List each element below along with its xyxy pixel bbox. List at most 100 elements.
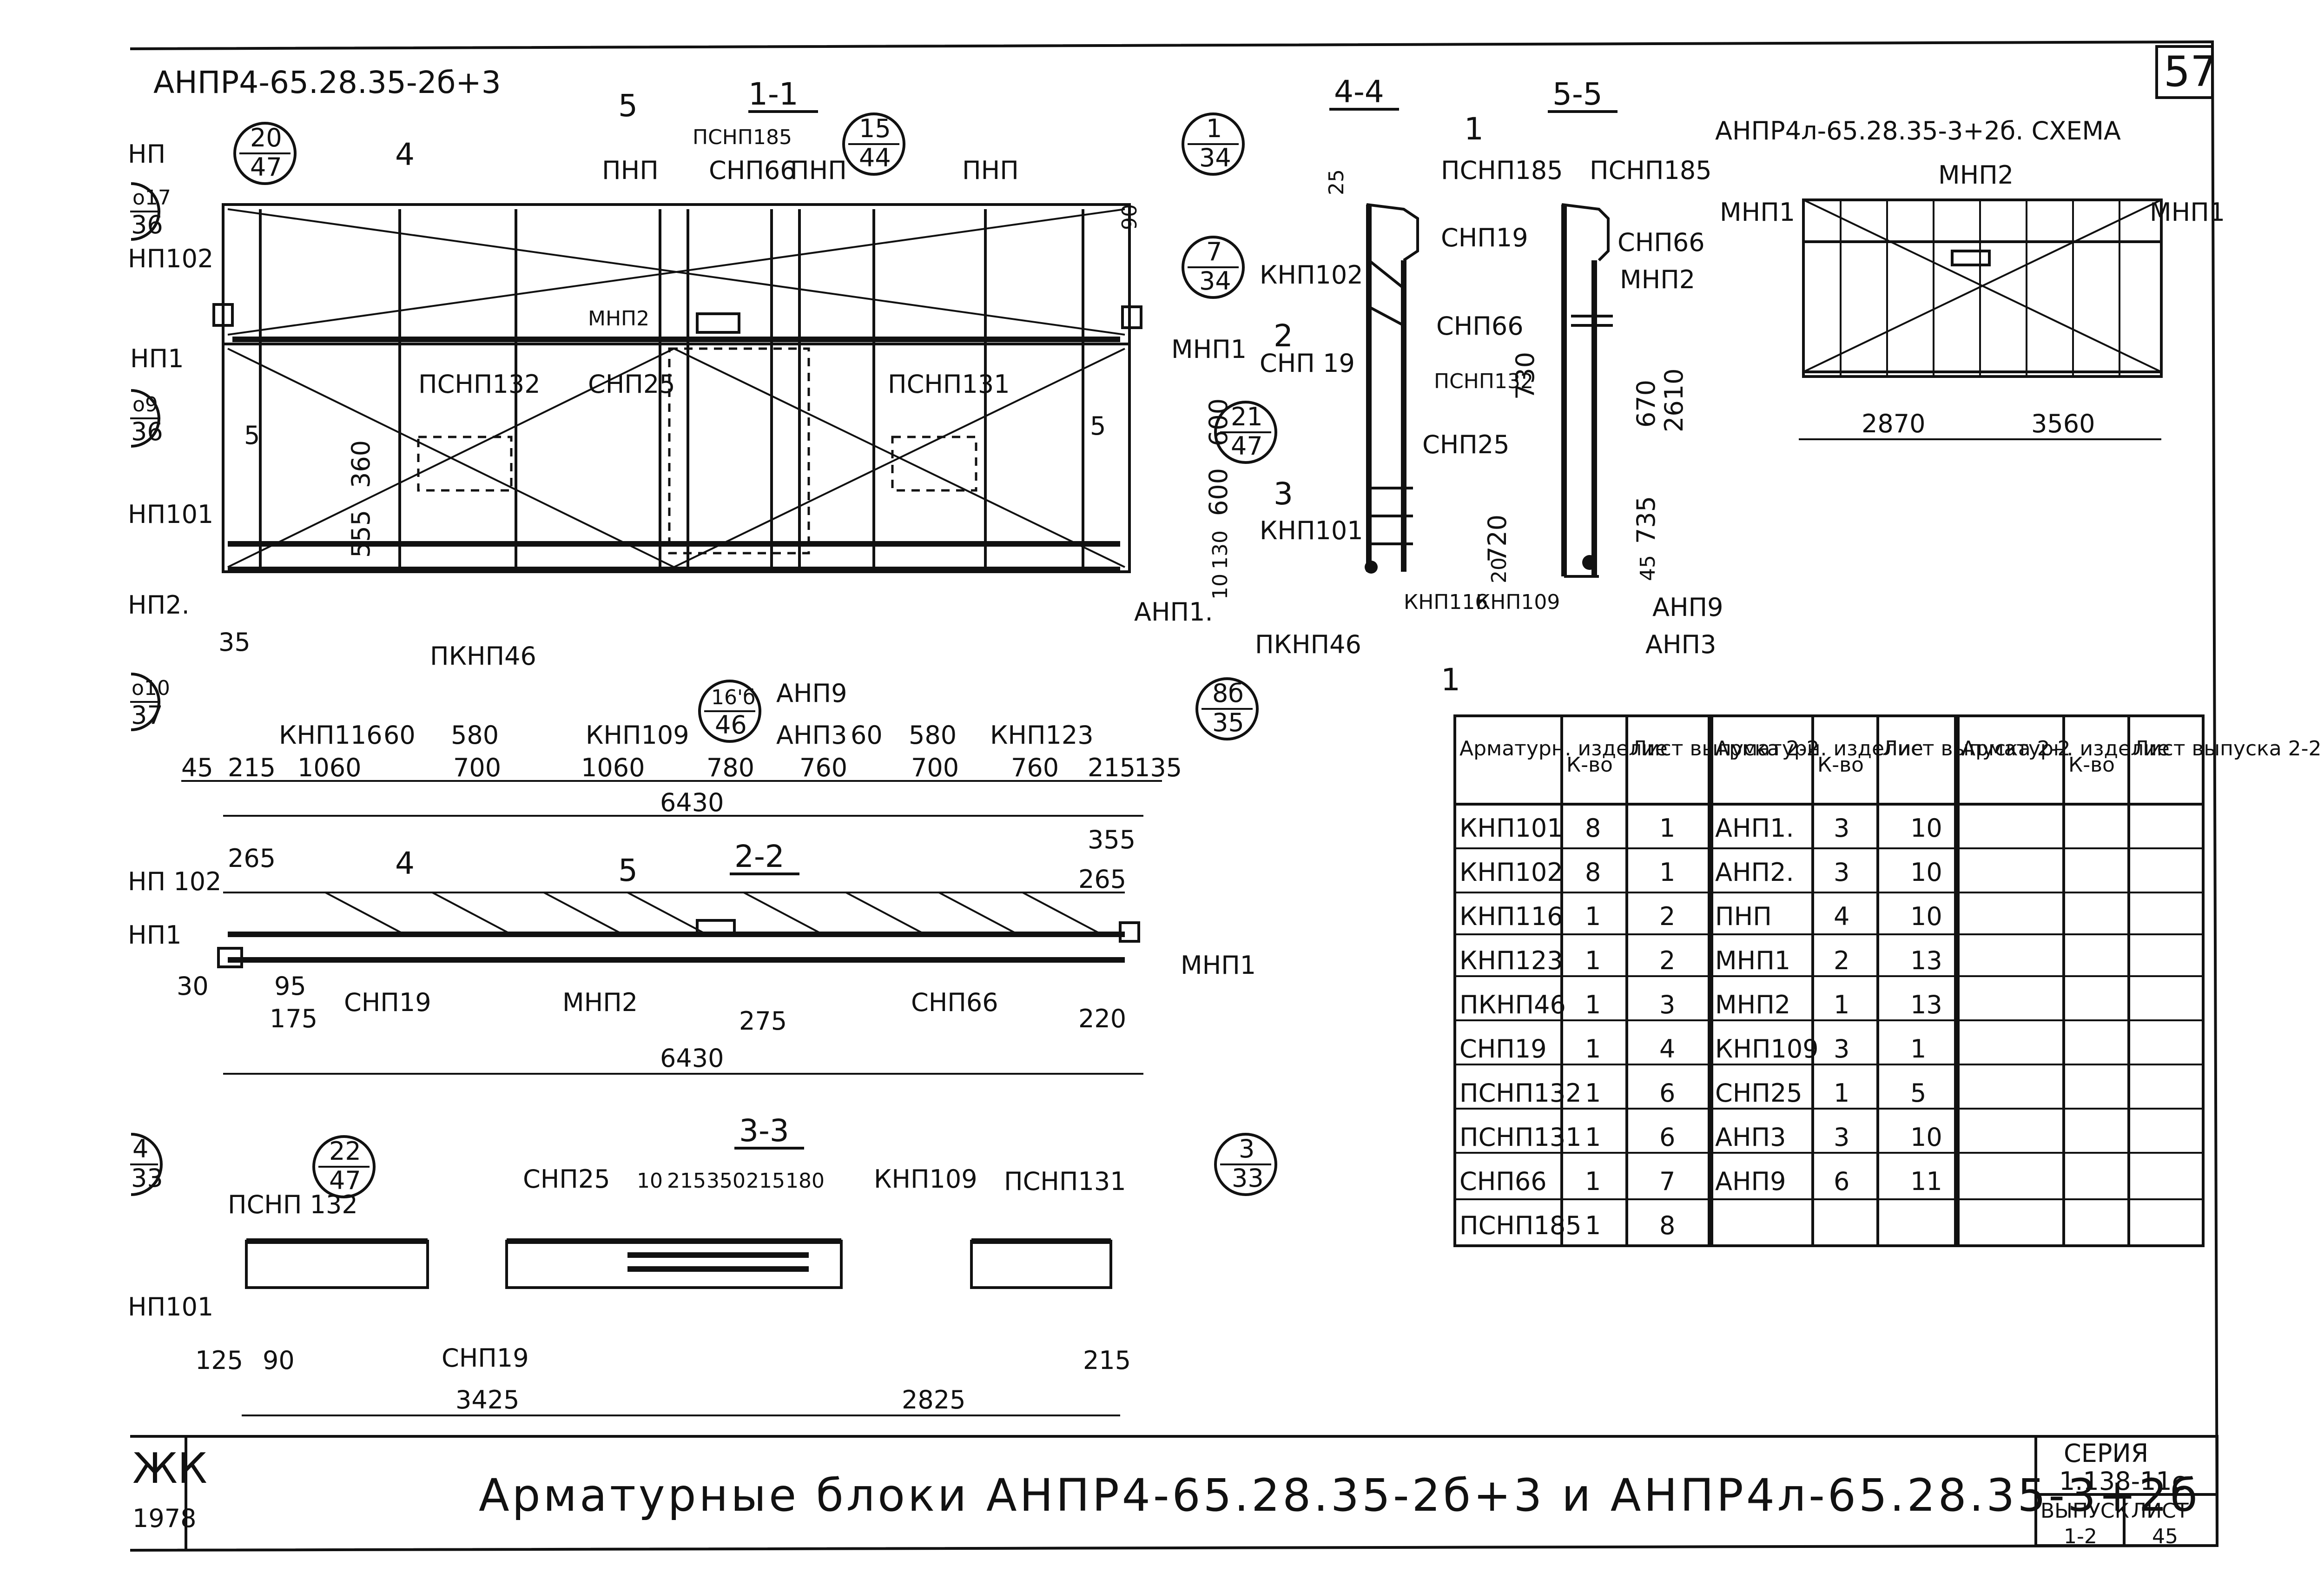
- table-cell: 10: [1910, 813, 1942, 843]
- sheet-number-box: [2155, 45, 2214, 99]
- opening-psnp132: [417, 436, 513, 492]
- label-mnp2: МНП2: [562, 988, 638, 1017]
- svg-text:22: 22: [329, 1137, 361, 1166]
- dim-175: 175: [270, 1004, 317, 1033]
- drawing-title: АНПР4-65.28.35-2б+3: [153, 65, 501, 100]
- cut-mark-5: 5: [618, 853, 638, 888]
- table-headers: Арматурн. изделие К-во Лист выпуска 2-2 …: [1459, 737, 2322, 777]
- dim-215: 215: [228, 753, 276, 782]
- svg-text:К-во: К-во: [2068, 753, 2115, 777]
- dim-total-6430: 6430: [660, 788, 724, 817]
- svg-text:Лист выпуска 2-2: Лист выпуска 2-2: [1631, 737, 1820, 760]
- balloon-8-35: 8б 35: [1195, 677, 1259, 740]
- dim-95: 95: [274, 972, 306, 1001]
- label-anp9: АНП9: [1652, 593, 1723, 622]
- svg-text:о9: о9: [132, 393, 158, 416]
- scheme-drawing: [1802, 198, 2163, 378]
- svg-text:Лист выпуска 2-2: Лист выпуска 2-2: [1882, 737, 2071, 760]
- table-cell: 1: [1585, 1034, 1601, 1064]
- svg-text:20: 20: [250, 123, 282, 152]
- dim-735: 735: [1631, 496, 1661, 544]
- table-cell: 2: [1659, 902, 1675, 931]
- corner-stamp-bottom: 1978: [132, 1504, 196, 1533]
- dim-760: 760: [1011, 753, 1059, 782]
- svg-text:36: 36: [131, 210, 163, 239]
- stamp-series-label: СЕРИЯ: [2064, 1439, 2148, 1468]
- table-cell: 3: [1659, 990, 1675, 1019]
- main-title: Арматурные блоки АНПР4-65.28.35-2б+3 и А…: [479, 1469, 2200, 1521]
- table-cell: СНП19: [1459, 1034, 1547, 1064]
- label-np102: НП102: [128, 244, 213, 273]
- section-label-5-5: 5-5: [1552, 76, 1603, 112]
- label-snp19: СНП19: [1441, 223, 1528, 252]
- label-snp66: СНП66: [1618, 228, 1705, 257]
- balloon-21-47: 21 47: [1214, 401, 1277, 464]
- label-pnp: ПНП: [790, 156, 847, 185]
- table-cell: 3: [1834, 1034, 1849, 1064]
- dim-600: 600: [1204, 398, 1233, 446]
- label-knp116: КНП116: [1404, 590, 1488, 614]
- svg-text:Арматурн. изделие: Арматурн. изделие: [1459, 737, 1668, 760]
- svg-text:1: 1: [1206, 114, 1222, 143]
- series-stamp-box: [2034, 1435, 2218, 1547]
- table-cell: ПСНП185: [1459, 1211, 1582, 1240]
- table-cell: 2: [1659, 946, 1675, 975]
- label-np1: НП1: [128, 920, 182, 950]
- table-cell: 1: [1585, 946, 1601, 975]
- diagonal-brace: [227, 348, 674, 568]
- svg-text:8б: 8б: [1212, 679, 1244, 708]
- svg-text:33: 33: [131, 1163, 163, 1193]
- table-cell: 4: [1834, 902, 1849, 931]
- table-cell: ПКНП46: [1459, 990, 1566, 1019]
- table-cell: 8: [1585, 813, 1601, 843]
- section-label-1-1: 1-1: [748, 76, 799, 112]
- svg-text:35: 35: [1212, 708, 1244, 737]
- cut-mark-2: 2: [1274, 318, 1293, 354]
- label-mnp1: МНП1: [2150, 198, 2225, 227]
- sheet-number: 57: [2164, 47, 2217, 96]
- dim-215: 215: [1083, 1346, 1131, 1375]
- balloon-10-37: о10 37: [130, 673, 170, 731]
- label-knp116: КНП116: [279, 720, 383, 750]
- svg-text:15: 15: [859, 114, 891, 143]
- label-snp25: СНП25: [1422, 430, 1510, 459]
- label-snp66: СНП66: [709, 156, 796, 185]
- label-knp101: КНП101: [1260, 516, 1363, 545]
- label-snp19: СНП 19: [1260, 349, 1355, 378]
- label-knp109: КНП109: [1476, 590, 1560, 614]
- dim-35: 35: [218, 628, 251, 657]
- table-cell: АНП2.: [1715, 858, 1794, 887]
- dim-90: 90: [1118, 204, 1142, 230]
- table-cell: 2: [1834, 946, 1849, 975]
- svg-text:34: 34: [1199, 266, 1231, 296]
- label-np1: НП1: [130, 344, 184, 373]
- table-cell: 1: [1659, 813, 1675, 843]
- section-label-4-4: 4-4: [1334, 74, 1384, 110]
- svg-text:4: 4: [132, 1134, 148, 1163]
- label-snp25: СНП25: [523, 1164, 610, 1194]
- section-2-2: [217, 892, 1140, 968]
- dim-275: 275: [739, 1006, 787, 1036]
- label-knp109: КНП109: [874, 1164, 977, 1194]
- svg-text:Арматурн. изделие: Арматурн. изделие: [1715, 737, 1923, 760]
- dim-2825: 2825: [902, 1385, 965, 1415]
- dim-555: 555: [346, 510, 376, 558]
- table-cell: 10: [1910, 902, 1942, 931]
- diagonal-brace: [673, 348, 1125, 568]
- table-cell: КНП101: [1459, 813, 1563, 843]
- table-cell: 8: [1585, 858, 1601, 887]
- dim-760: 760: [799, 753, 847, 782]
- dim-3425: 3425: [456, 1385, 519, 1415]
- svg-text:47: 47: [329, 1166, 361, 1195]
- dim-90: 90: [263, 1346, 295, 1375]
- balloon-1-34: 1 34: [1182, 112, 1245, 176]
- label-mnp1: МНП1: [1720, 198, 1795, 227]
- dim-2610: 2610: [1659, 369, 1689, 432]
- balloon-17-36: о17 36: [130, 182, 171, 241]
- dim-10: 10: [1208, 574, 1232, 600]
- svg-text:37: 37: [131, 701, 163, 730]
- table-cell: 1: [1585, 1167, 1601, 1196]
- dim-360: 360: [346, 440, 376, 488]
- dim-45: 45: [1636, 555, 1660, 581]
- rebar-dot: [1582, 555, 1597, 570]
